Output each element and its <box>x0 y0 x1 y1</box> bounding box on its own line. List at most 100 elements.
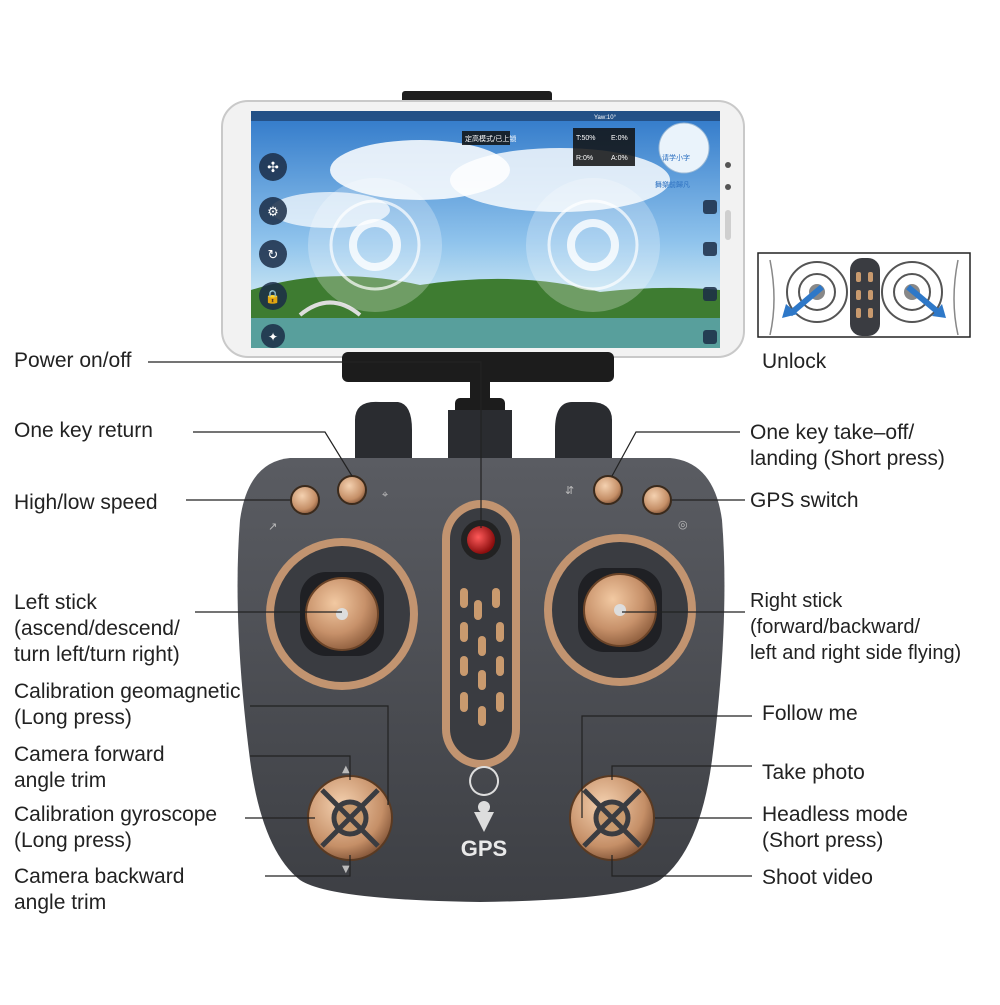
gps-logo: GPS <box>461 766 507 861</box>
label-left-stick-line1: Left stick <box>14 591 97 614</box>
rotate-icon[interactable] <box>259 240 287 268</box>
unlock-arrow-right <box>906 284 940 315</box>
telemetry-a: A:0% <box>611 155 628 162</box>
camera-icon[interactable] <box>703 287 717 301</box>
water <box>251 318 720 348</box>
remote-controller: ⌖ ↗ ⇵ ◎ <box>237 401 725 902</box>
virtual-right-stick[interactable] <box>526 178 660 312</box>
brand-text: 舞樂前歸凡 <box>655 180 690 189</box>
gamepad-icon[interactable] <box>259 197 287 225</box>
label-camera-backward: Camera backward angle trim <box>14 864 184 916</box>
bridge <box>298 300 362 317</box>
app-right-icons <box>703 200 717 344</box>
person-icon[interactable] <box>261 324 285 348</box>
label-right-stick: Right stick (forward/backward/ left and … <box>750 588 961 666</box>
grip-pattern <box>460 588 504 726</box>
label-high-low-speed: High/low speed <box>14 490 158 516</box>
label-camera-forward-line2: angle trim <box>14 769 107 792</box>
label-one-key-return-text: One key return <box>14 419 153 442</box>
virtual-left-stick[interactable] <box>308 178 442 312</box>
right-stick-center <box>614 604 626 616</box>
label-right-stick-line1: Right stick <box>750 590 843 612</box>
label-one-key-return: One key return <box>14 418 153 444</box>
power-button[interactable] <box>467 526 495 554</box>
drone-icon-glyph: ✣ <box>267 160 279 176</box>
label-camera-forward-line1: Camera forward <box>14 743 165 766</box>
app-left-icons: ✣ ⚙ ↻ 🔒 ✦ <box>259 153 287 348</box>
return-button[interactable] <box>337 475 367 505</box>
label-right-stick-line2: (forward/backward/ <box>750 616 921 638</box>
takeoff-button[interactable] <box>593 475 623 505</box>
takeoff-icon: ⇵ <box>565 484 574 497</box>
label-calibration-geomagnetic: Calibration geomagnetic (Long press) <box>14 679 240 731</box>
phone-sensor <box>725 184 731 190</box>
label-takeoff: One key take–off/ landing (Short press) <box>750 420 945 472</box>
label-left-stick: Left stick (ascend/descend/ turn left/tu… <box>14 590 180 668</box>
lock-icon[interactable] <box>259 282 287 310</box>
left-dpad <box>307 775 393 861</box>
label-shoot-video: Shoot video <box>762 865 873 891</box>
center-shoulder <box>448 410 512 460</box>
label-gps-switch-text: GPS switch <box>750 489 859 512</box>
telemetry-t: T:50% <box>576 135 595 142</box>
phone-camera <box>725 162 731 168</box>
right-dpad-dividers <box>582 788 642 848</box>
label-unlock: Unlock <box>762 349 826 375</box>
rotate-icon-glyph: ↻ <box>268 248 279 263</box>
gamepad-icon-glyph: ⚙ <box>267 205 279 220</box>
label-takeoff-line1: One key take–off/ <box>750 421 915 444</box>
label-gps-switch: GPS switch <box>750 488 859 514</box>
label-power: Power on/off <box>14 348 132 374</box>
leader-lines <box>148 361 752 877</box>
label-headless-line2: (Short press) <box>762 829 884 852</box>
label-left-stick-line3: turn left/turn right) <box>14 643 180 666</box>
label-headless-line1: Headless mode <box>762 803 908 826</box>
person-icon-glyph: ✦ <box>268 330 278 344</box>
status-bar <box>251 111 720 121</box>
label-follow-me: Follow me <box>762 701 858 727</box>
left-dpad-dividers <box>320 788 380 848</box>
telemetry-box <box>573 128 635 166</box>
left-shoulder <box>355 401 412 460</box>
label-take-photo: Take photo <box>762 760 865 786</box>
return-icon: ⌖ <box>382 488 388 501</box>
telemetry-e: E:0% <box>611 135 628 142</box>
mode-box <box>462 131 510 145</box>
gps-switch-button[interactable] <box>642 485 672 515</box>
video-icon[interactable] <box>703 242 717 256</box>
label-shoot-video-text: Shoot video <box>762 866 873 889</box>
settings-icon[interactable] <box>703 200 717 214</box>
label-unlock-text: Unlock <box>762 350 827 373</box>
speed-button[interactable] <box>290 485 320 515</box>
mode-text: 定高模式/已上锁 <box>465 134 516 143</box>
minimap[interactable] <box>658 122 710 174</box>
label-gyroscope-line2: (Long press) <box>14 829 132 852</box>
gps-pin-icon: ◎ <box>678 518 688 531</box>
telemetry-r: R:0% <box>576 155 593 162</box>
label-takeoff-line2: landing (Short press) <box>750 447 945 470</box>
phone-button <box>725 210 731 240</box>
speed-icon: ↗ <box>268 520 277 533</box>
gallery-icon[interactable] <box>703 330 717 344</box>
label-right-stick-line3: left and right side flying) <box>750 642 962 664</box>
label-take-photo-text: Take photo <box>762 761 865 784</box>
minimap-text: 请学小字 <box>662 153 690 162</box>
label-power-text: Power on/off <box>14 349 132 372</box>
label-calibration-gyroscope: Calibration gyroscope (Long press) <box>14 802 217 854</box>
unlock-inset <box>757 252 971 338</box>
camera-down-icon: ▼ <box>342 864 350 875</box>
status-text: Yaw:10° <box>594 115 617 121</box>
drone-icon[interactable] <box>259 153 287 181</box>
left-stick-center <box>336 608 348 620</box>
unlock-arrow-left <box>788 284 824 317</box>
label-camera-backward-line1: Camera backward <box>14 865 185 888</box>
label-camera-forward: Camera forward angle trim <box>14 742 165 794</box>
lock-icon-glyph: 🔒 <box>265 290 281 305</box>
camera-up-icon: ▲ <box>342 764 350 775</box>
label-high-low-speed-text: High/low speed <box>14 491 158 514</box>
label-left-stick-line2: (ascend/descend/ <box>14 617 180 640</box>
label-headless: Headless mode (Short press) <box>762 802 908 854</box>
label-camera-backward-line2: angle trim <box>14 891 107 914</box>
